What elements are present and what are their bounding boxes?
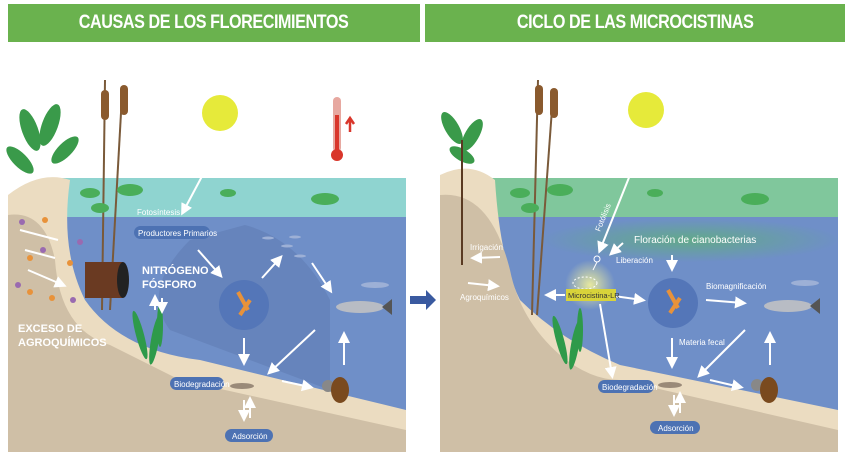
shore-plant <box>6 104 79 174</box>
zooplankton-icon <box>236 291 252 317</box>
primary-producers-pill <box>134 226 210 239</box>
water-surface <box>490 178 838 218</box>
adsorption-label: Adsorción <box>658 424 694 433</box>
small-fish-icon <box>791 280 819 286</box>
flow-arrows <box>467 149 776 417</box>
cattail-plant <box>531 79 558 316</box>
thermometer-icon <box>331 97 356 161</box>
release-label: Liberación <box>616 256 653 265</box>
seagrass <box>132 303 163 365</box>
flow-arrows <box>149 149 350 422</box>
lily-pads <box>510 184 769 213</box>
zooplankton-icon <box>666 289 682 315</box>
biodegradation-pill <box>170 377 224 390</box>
small-fish-school <box>262 235 389 288</box>
fecal-matter-label: Materia fecal <box>679 338 725 347</box>
clam-icon <box>322 377 349 403</box>
agrochemicals-label: Agroquímicos <box>460 293 509 302</box>
excess-label-2: AGROQUÍMICOS <box>18 336 107 349</box>
adsorption-pill <box>225 429 273 442</box>
ground <box>8 214 406 452</box>
left-panel-title: CAUSAS DE LOS FLORECIMIENTOS <box>8 4 420 42</box>
right-panel: Fotólisis Floración de cianobacterias Li… <box>440 79 840 453</box>
biodegradation-pill <box>598 380 654 393</box>
left-panel: Fotosíntesis Productores Primarios NITRÓ… <box>6 79 406 452</box>
sun-icon <box>202 95 238 131</box>
biomagnification-label: Biomagnificación <box>706 282 766 291</box>
right-panel-title: CICLO DE LAS MICROCISTINAS <box>425 4 845 42</box>
seagrass <box>552 308 583 370</box>
lily-pads <box>80 184 339 213</box>
microcystin-pill <box>566 289 616 301</box>
pipe-icon <box>85 262 129 298</box>
fish-icon <box>336 299 392 315</box>
fish-icon <box>764 298 820 314</box>
sediment-icon <box>230 383 254 389</box>
phosphorus-label: FÓSFORO <box>142 278 197 291</box>
biodegradation-label: Biodegradación <box>174 380 230 389</box>
adsorption-pill <box>650 421 700 434</box>
left-title-text: CAUSAS DE LOS FLORECIMIENTOS <box>79 12 349 33</box>
microcystin-label: Microcistina-LR <box>568 291 620 300</box>
sediment-icon <box>658 382 682 388</box>
primary-producers-label: Productores Primarios <box>138 229 217 238</box>
nitrogen-label: NITRÓGENO <box>142 264 209 277</box>
biodegradation-label: Biodegradación <box>602 383 658 392</box>
microcystin-molecule-icon <box>572 255 601 290</box>
excess-label-1: EXCESO DE <box>18 323 82 335</box>
adsorption-label: Adsorción <box>232 432 268 441</box>
water-surface <box>60 178 406 218</box>
clam-icon <box>751 377 778 403</box>
agrochemical-dots <box>15 217 83 303</box>
sun-icon <box>628 92 664 128</box>
irrigation-label: Irrigación <box>470 243 503 252</box>
photosynthesis-label: Fotosíntesis <box>137 208 180 217</box>
right-title-text: CICLO DE LAS MICROCISTINAS <box>516 12 754 33</box>
transition-arrow-icon <box>410 290 436 310</box>
ground <box>440 194 838 453</box>
toxin-glow <box>565 260 615 310</box>
shore-plant <box>441 112 483 265</box>
bloom-label: Floración de cianobacterias <box>634 235 756 246</box>
